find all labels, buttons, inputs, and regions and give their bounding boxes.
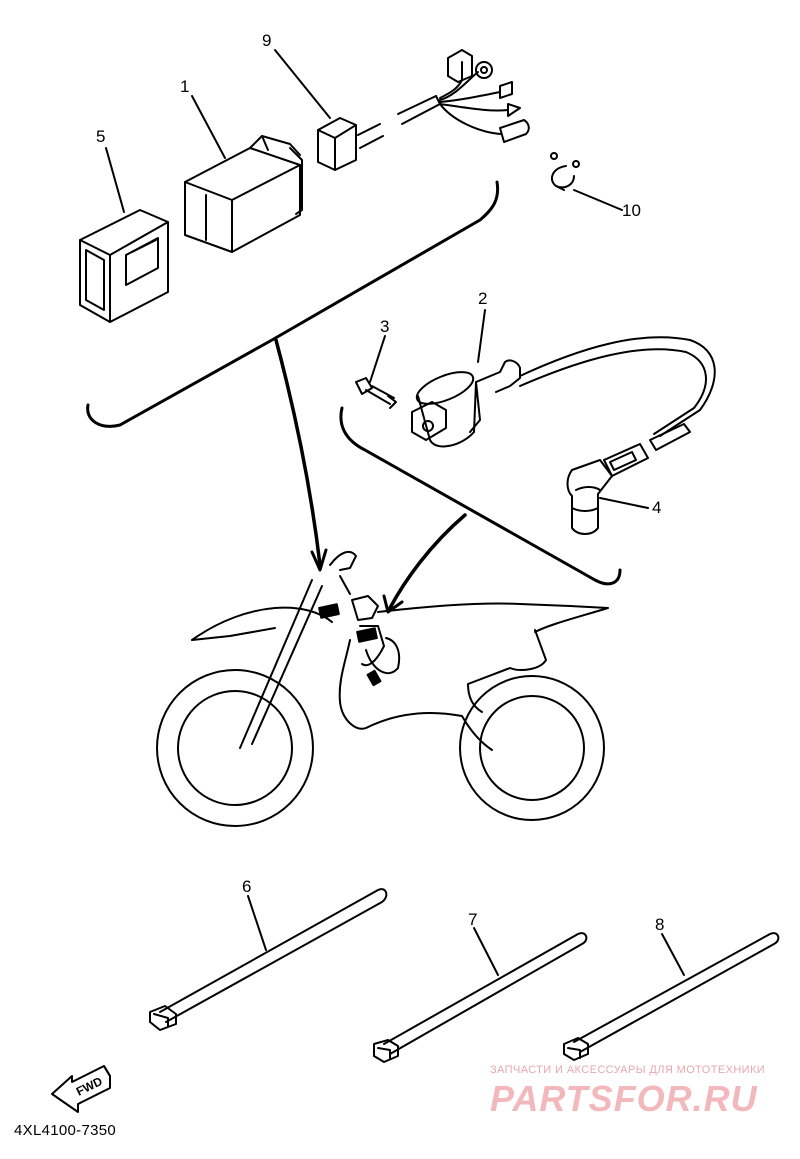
callout-10: 10 <box>622 201 641 220</box>
tank-seat <box>377 602 609 633</box>
callout-6: 6 <box>242 877 251 896</box>
part-10-clamp <box>550 152 580 191</box>
callout-2: 2 <box>478 289 487 308</box>
front-fender <box>191 606 333 641</box>
part-3-bolt <box>355 377 397 409</box>
part-8-cable-tie <box>563 932 780 1061</box>
upper-group-frame <box>86 180 500 428</box>
frame-lower <box>338 639 493 751</box>
side-panel <box>467 629 547 713</box>
callout-5: 5 <box>96 127 105 146</box>
handlebar <box>329 550 357 571</box>
leader-line-4 <box>599 497 649 509</box>
front-wheel-rim <box>177 690 293 806</box>
part-6-cable-tie <box>149 888 388 1031</box>
lower-group-frame <box>339 406 622 586</box>
callout-8: 8 <box>655 915 664 934</box>
leader-line-7 <box>473 927 499 976</box>
front-wheel <box>156 669 314 827</box>
watermark-tagline: ЗАПЧАСТИ И АКСЕССУАРЫ ДЛЯ МОТОТЕХНИКИ <box>490 1064 766 1076</box>
callout-1: 1 <box>180 77 189 96</box>
callout-4: 4 <box>652 498 661 517</box>
leader-line-5 <box>105 147 125 213</box>
callout-7: 7 <box>468 910 477 929</box>
part-7-cable-tie <box>373 932 588 1063</box>
part-4-spark-plug-cap <box>566 423 691 535</box>
part-1-cdi-unit <box>184 135 303 253</box>
part-2-ignition-coil <box>411 336 716 448</box>
leader-line-6 <box>247 895 267 951</box>
rear-wheel <box>459 675 605 821</box>
location-arrow-lower <box>382 513 467 614</box>
leader-line-2 <box>477 309 486 363</box>
engine <box>365 637 401 675</box>
leader-line-1 <box>191 95 226 159</box>
watermark-brand: PARTSFOR.RU <box>490 1078 758 1119</box>
leader-line-10 <box>573 189 623 211</box>
part-9-wire-harness <box>317 49 530 171</box>
location-arrow-upper <box>274 338 328 572</box>
leader-line-9 <box>274 49 331 119</box>
fwd-arrow-icon: FWD <box>51 1065 111 1113</box>
leader-line-3 <box>369 335 386 383</box>
callout-9: 9 <box>262 31 271 50</box>
rear-wheel-rim <box>479 695 585 801</box>
leader-line-8 <box>661 933 685 976</box>
motorcycle-outline <box>156 550 609 827</box>
part-5-connector <box>79 209 169 323</box>
callout-3: 3 <box>380 317 389 336</box>
diagram-code: 4XL4100-7350 <box>14 1122 117 1139</box>
